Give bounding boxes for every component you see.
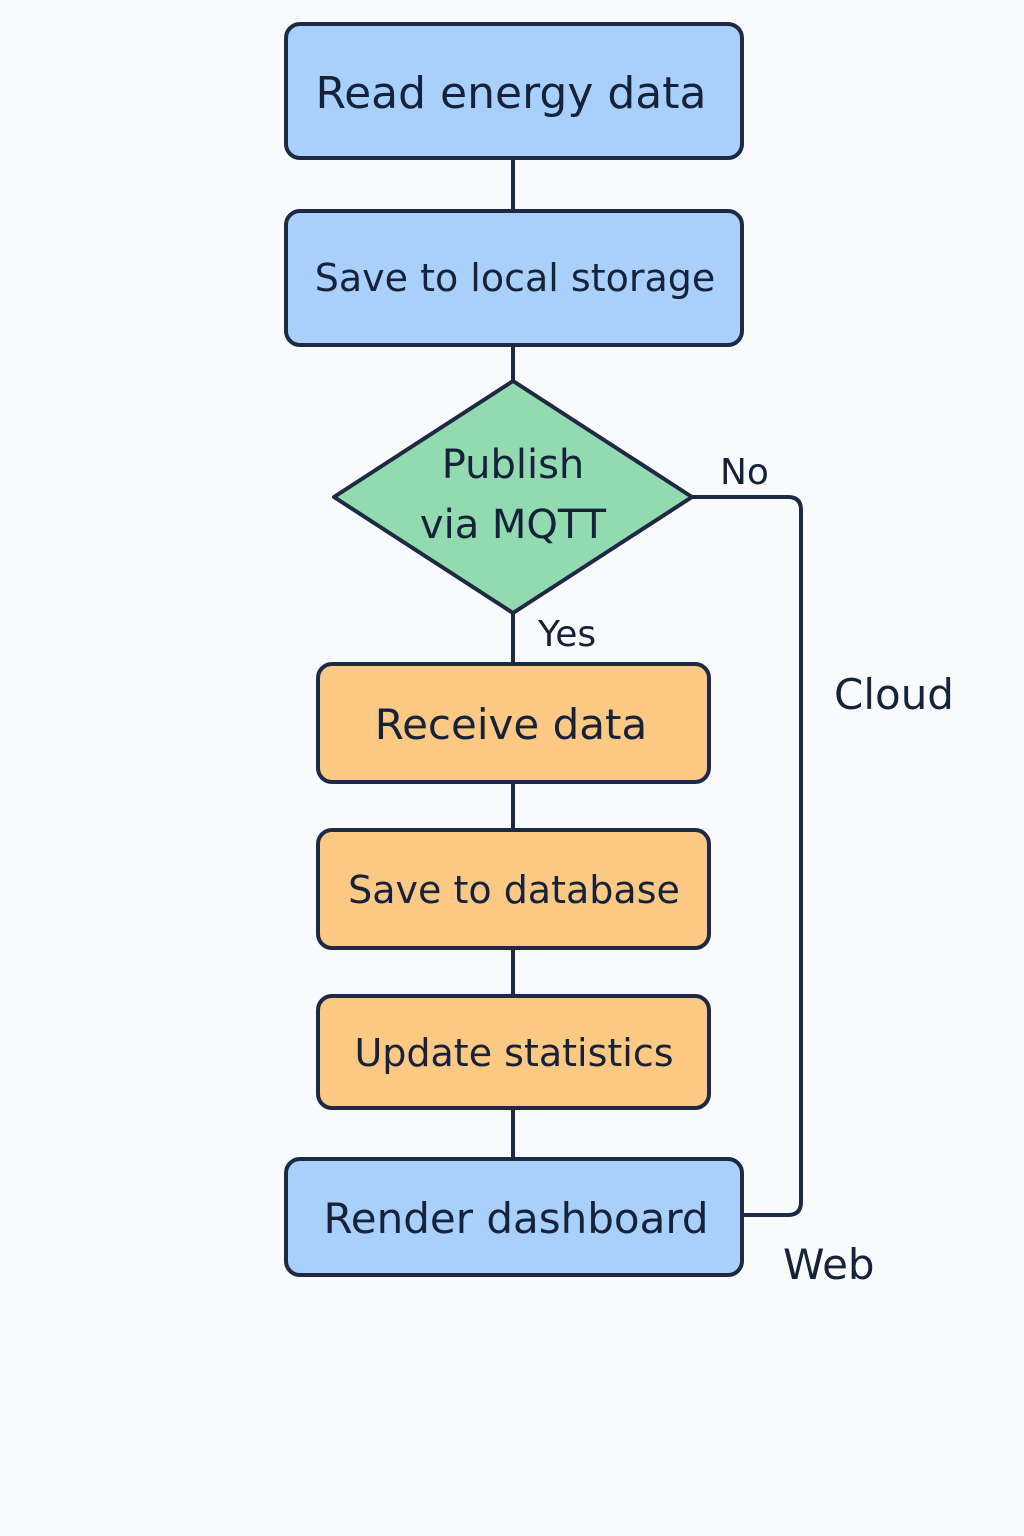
node-save-local-storage-label: Save to local storage [315, 256, 716, 300]
node-save-to-database-box [316, 828, 711, 950]
edge-publish-no-to-render [692, 495, 803, 1217]
node-update-statistics-label: Update statistics [354, 1031, 673, 1075]
node-receive-data-box [316, 662, 711, 784]
node-save-to-database-label: Save to database [348, 868, 680, 912]
node-save-local-storage: Save to local storage [284, 209, 744, 347]
connectors [511, 158, 803, 1217]
node-read-energy-data-label: Read energy data [316, 68, 707, 119]
decision-diamond [332, 379, 694, 615]
node-render-dashboard-label: Render dashboard [323, 1194, 708, 1243]
node-render-dashboard-box [284, 1157, 744, 1277]
group-label-web: Web [783, 1240, 875, 1289]
node-render-dashboard: Render dashboard [284, 1157, 744, 1277]
edge-label-yes: Yes [537, 614, 596, 655]
edge-label-no: No [720, 452, 769, 493]
node-save-local-storage-box [284, 209, 744, 347]
node-read-energy-data-box [284, 22, 744, 160]
node-read-energy-data: Read energy data [284, 22, 744, 160]
node-update-statistics: Update statistics [316, 994, 711, 1110]
group-label-cloud: Cloud [834, 670, 954, 719]
decision-label-line-1: Publish [442, 442, 585, 488]
decision-label-line-2: via MQTT [420, 502, 607, 548]
node-save-to-database: Save to database [316, 828, 711, 950]
node-update-statistics-box [316, 994, 711, 1110]
node-publish-via-mqtt: Publish via MQTT [332, 379, 694, 615]
node-receive-data: Receive data [316, 662, 711, 784]
node-receive-data-label: Receive data [375, 700, 647, 749]
